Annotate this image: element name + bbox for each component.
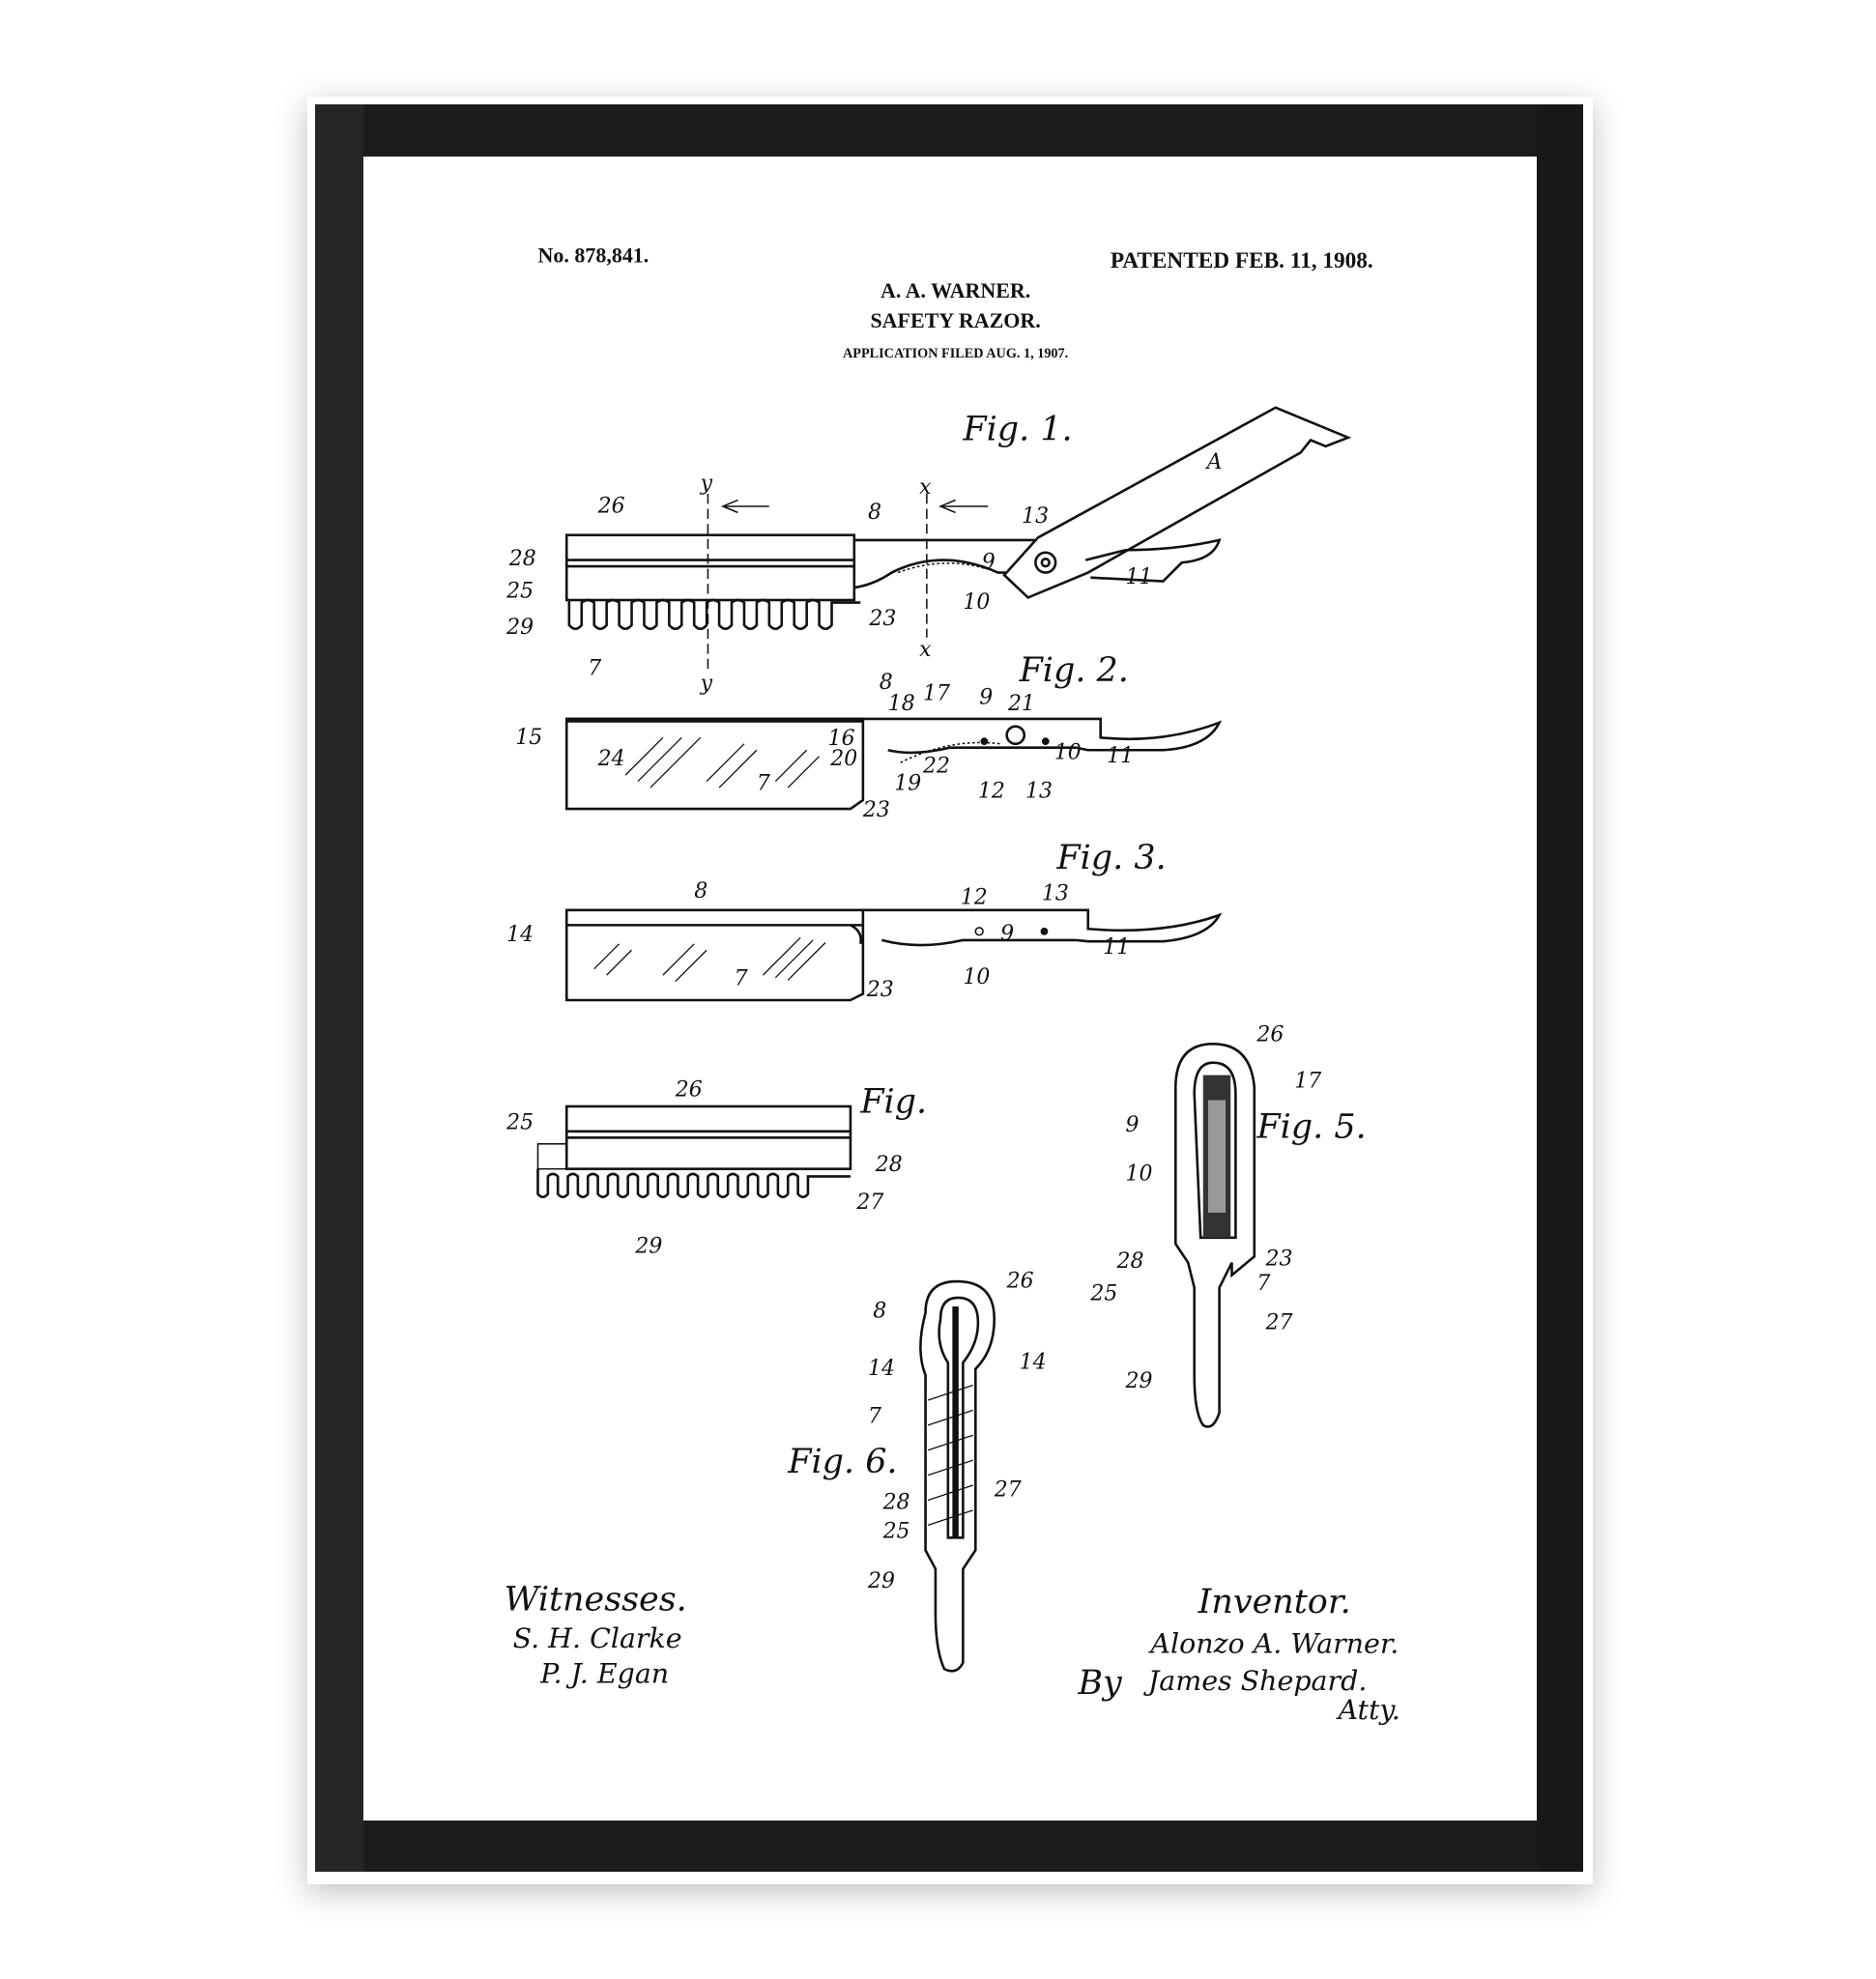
ref-numeral: 20 [829, 747, 857, 771]
ref-numeral: 29 [867, 1569, 895, 1593]
figure-6: Fig. 6. 8 26 14 14 7 27 28 25 29 [787, 1270, 1047, 1673]
ref-numeral: A [1205, 450, 1223, 474]
patented-date: PATENTED FEB. 11, 1908. [1111, 248, 1373, 273]
ref-numeral: 8 [880, 671, 893, 695]
inventor-signature: Alonzo A. Warner. [1147, 1627, 1399, 1659]
inventor-name: A. A. WARNER. [880, 278, 1030, 302]
ref-numeral: 22 [922, 755, 950, 779]
ref-numeral: 12 [961, 885, 988, 909]
figure-2-label: Fig. 2. [1019, 651, 1129, 690]
ref-numeral: 8 [868, 501, 881, 525]
patent-number: No. 878,841. [538, 244, 649, 268]
ref-numeral: 27 [994, 1478, 1022, 1503]
ref-numeral: 7 [735, 966, 748, 990]
ref-numeral: 14 [1020, 1351, 1047, 1375]
ref-numeral: 29 [1125, 1369, 1153, 1393]
ref-numeral: 29 [634, 1234, 662, 1258]
ref-numeral: 13 [1042, 881, 1069, 905]
ref-numeral: 11 [1103, 935, 1130, 960]
ref-numeral: 9 [1126, 1113, 1140, 1137]
ref-numeral: 19 [894, 772, 921, 796]
ref-numeral: 24 [597, 747, 625, 771]
figure-3-label: Fig. 3. [1055, 839, 1166, 877]
witness-signature-1: S. H. Clarke [513, 1622, 682, 1654]
ref-numeral: 11 [1107, 744, 1134, 768]
ref-numeral: 21 [1007, 692, 1035, 716]
ref-numeral: y [700, 472, 713, 496]
figure-5: Fig. 5. 26 17 9 10 28 23 25 7 27 29 [1089, 1023, 1367, 1428]
ref-numeral: 15 [515, 726, 542, 750]
figure-3: Fig. 3. 8 12 13 14 9 7 23 10 11 [506, 839, 1223, 1002]
figure-5-label: Fig. 5. [1255, 1107, 1366, 1146]
ref-numeral: 7 [868, 1404, 881, 1428]
attorney-suffix: Atty. [1335, 1694, 1400, 1726]
ref-numeral: 26 [597, 494, 625, 518]
ref-numeral: 29 [505, 616, 534, 640]
inventor-block: Inventor. Alonzo A. Warner. By James She… [1077, 1583, 1400, 1726]
figure-1: Fig. 1. 26 y x 8 13 A 28 25 29 7 y x 9 1… [505, 406, 1352, 696]
ref-numeral: 26 [675, 1078, 703, 1103]
ref-numeral: 25 [1089, 1281, 1117, 1305]
ref-numeral: 23 [862, 798, 890, 822]
ref-numeral: 9 [979, 685, 993, 709]
ref-numeral: 13 [1022, 504, 1049, 529]
figure-2: Fig. 2. 8 18 17 9 21 15 24 16 20 19 22 7… [515, 651, 1223, 822]
ref-numeral: 13 [1025, 779, 1053, 803]
ref-numeral: 17 [923, 681, 950, 705]
ref-numeral: 7 [757, 772, 770, 796]
ref-numeral: 10 [1126, 1162, 1153, 1186]
ref-numeral: 14 [506, 923, 534, 947]
figure-6-label: Fig. 6. [787, 1443, 897, 1481]
figure-4: Fig. 26 25 28 27 29 [505, 1078, 927, 1259]
witnesses-label: Witnesses. [505, 1580, 687, 1619]
figure-1-label: Fig. 1. [962, 410, 1072, 448]
ref-numeral: 26 [1255, 1023, 1284, 1047]
ref-numeral: y [700, 672, 713, 696]
attorney-signature: James Shepard. [1143, 1665, 1368, 1697]
ref-numeral: 28 [882, 1491, 910, 1515]
ref-numeral: 9 [982, 551, 996, 575]
ref-numeral: 17 [1294, 1070, 1321, 1094]
ref-numeral: 23 [1264, 1247, 1292, 1271]
ref-numeral: 8 [873, 1300, 886, 1324]
ref-numeral: 9 [1000, 922, 1014, 946]
ref-numeral: 26 [1006, 1270, 1034, 1294]
ref-numeral: 10 [1054, 740, 1082, 764]
ref-numeral: 25 [882, 1519, 910, 1543]
application-filed: APPLICATION FILED AUG. 1, 1907. [843, 346, 1068, 361]
patent-title: SAFETY RAZOR. [870, 308, 1040, 332]
ref-numeral: 14 [868, 1357, 895, 1381]
ref-numeral: 12 [978, 779, 1005, 803]
ref-numeral: 16 [828, 727, 855, 751]
ref-numeral: 23 [866, 978, 894, 1002]
ref-numeral: x [919, 638, 932, 662]
inventor-label: Inventor. [1198, 1583, 1351, 1621]
ref-numeral: 25 [505, 579, 534, 603]
ref-numeral: 7 [1256, 1272, 1270, 1296]
ref-numeral: 18 [888, 692, 915, 716]
attorney-by: By [1077, 1664, 1123, 1703]
ref-numeral: 25 [505, 1110, 534, 1134]
ref-numeral: 10 [963, 965, 990, 990]
ref-numeral: 27 [855, 1190, 883, 1215]
ref-numeral: x [919, 475, 932, 500]
ref-numeral: 28 [1116, 1249, 1144, 1274]
ref-numeral: 10 [963, 590, 990, 615]
ref-numeral: 28 [508, 547, 536, 571]
ref-numeral: 7 [588, 657, 601, 681]
ref-numeral: 23 [868, 607, 896, 631]
ref-numeral: 27 [1264, 1310, 1292, 1334]
ref-numeral: 8 [694, 879, 707, 903]
witness-signature-2: P. J. Egan [539, 1657, 669, 1689]
ref-numeral: 28 [875, 1153, 903, 1177]
ref-numeral: 11 [1126, 565, 1153, 589]
figure-4-label: Fig. [859, 1082, 927, 1121]
witnesses-block: Witnesses. S. H. Clarke P. J. Egan [505, 1580, 687, 1689]
